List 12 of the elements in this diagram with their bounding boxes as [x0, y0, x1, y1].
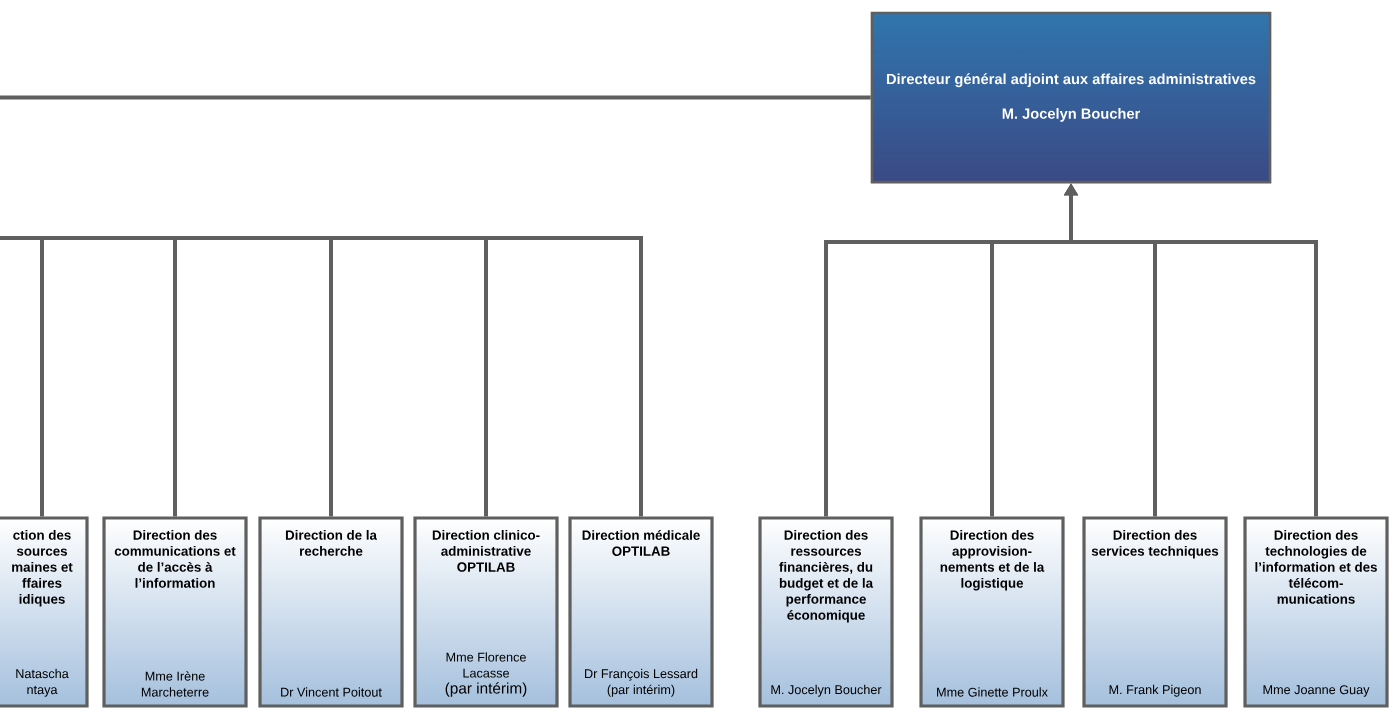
org-box: Direction de la recherche Dr Vincent Poitout: [258, 516, 404, 708]
org-box: Direction clinico-administrative OPTILAB Mme Florence Lacasse (par intérim): [413, 516, 559, 708]
org-box: Direction des ressources financières, du budget et de la performance économique M. Jocelyn Boucher: [758, 516, 894, 708]
org-box: ction des sources maines et ffaires idiques Natascha ntaya: [0, 516, 89, 708]
org-box: Direction des services techniques M. Frank Pigeon: [1082, 516, 1228, 708]
connector: [0, 236, 643, 517]
org-box: Direction des technologies de l’information et des télécom-munications Mme Joanne Guay: [1243, 516, 1389, 708]
org-box: Direction médicale OPTILAB Dr François Lessard (par intérim): [568, 516, 714, 708]
org-box: Direction des approvision-nements et de la logistique Mme Ginette Proulx: [919, 516, 1065, 708]
org-box: Directeur général adjoint aux affaires administratives M. Jocelyn Boucher: [870, 11, 1272, 184]
connector: [0, 95, 871, 100]
org-box: Direction des communications et de l’accès à l’information Mme Irène Marcheterre: [102, 516, 248, 708]
